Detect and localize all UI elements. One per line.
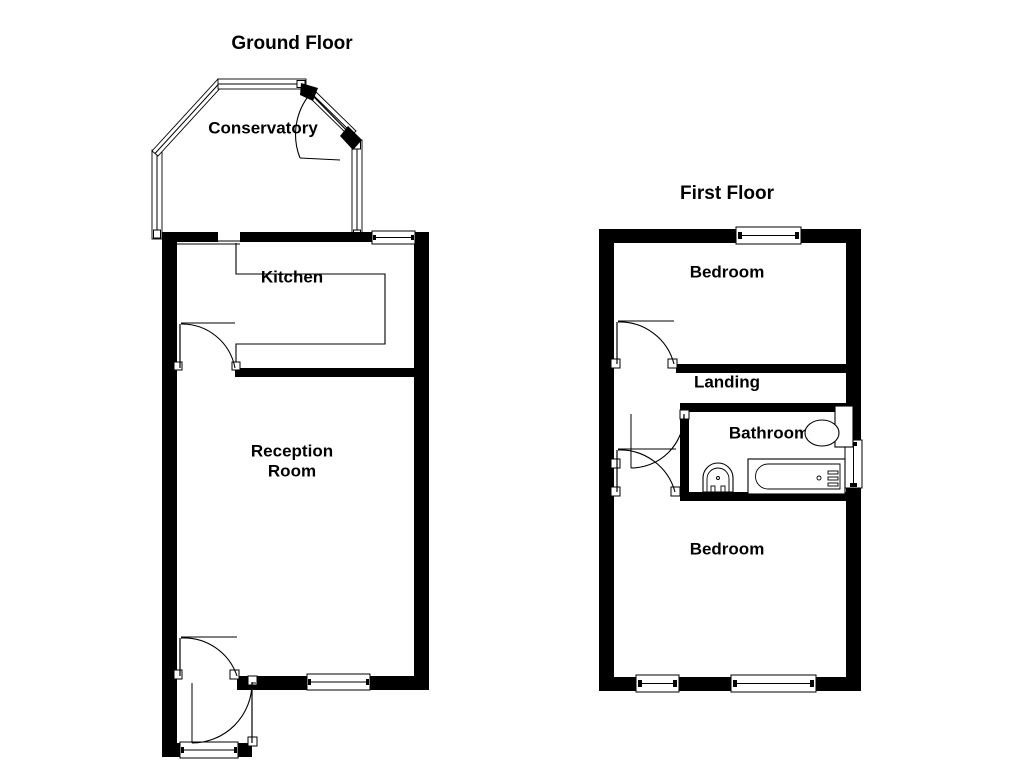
- bedroom-rear-window-left: [635, 674, 680, 693]
- wall-divider-left-stub: [162, 368, 177, 377]
- first-floor-windows: [635, 226, 863, 693]
- conservatory-wall-left: [151, 149, 163, 240]
- room-label-reception-line1: Reception: [251, 441, 333, 460]
- wash-basin-fixture: [702, 462, 734, 494]
- kitchen-counter-run: [235, 243, 386, 368]
- room-label-landing: Landing: [694, 372, 760, 391]
- bathtub-fixture: [747, 458, 846, 495]
- wall-first-top-left: [599, 229, 737, 243]
- bedroom-rear-door[interactable]: [610, 448, 681, 497]
- conservatory-door-arc: [294, 93, 311, 159]
- wall-ground-top-mid: [240, 232, 375, 242]
- conservatory-structure: [151, 78, 363, 240]
- toilet-fixture: [804, 405, 854, 448]
- ground-floor-title: Ground Floor: [231, 33, 353, 54]
- entrance-door[interactable]: [191, 675, 258, 747]
- bathroom-fixtures: [702, 405, 854, 495]
- conservatory-post-right: [340, 126, 362, 150]
- wall-kitchen-reception-divider: [235, 368, 429, 377]
- wall-landing-bathroom-divider: [680, 403, 846, 412]
- wall-landing-left-stub: [599, 463, 614, 472]
- reception-window: [306, 673, 371, 691]
- room-label-reception-line2: Room: [268, 461, 316, 480]
- conservatory-wall-top: [217, 78, 307, 90]
- reception-internal-door[interactable]: [173, 636, 240, 680]
- kitchen-rear-opening: [177, 240, 240, 245]
- first-floor-plan: Bedroom Landing Bathroom: [599, 226, 863, 693]
- wall-first-bottom-mid: [678, 677, 732, 691]
- bedroom-rear-window-right: [730, 674, 817, 693]
- wall-bedroom-rear-left-stub: [599, 492, 614, 501]
- room-label-bathroom: Bathroom: [729, 423, 809, 442]
- ground-floor-windows: [177, 230, 416, 759]
- wall-first-bottom-right: [815, 677, 861, 691]
- ground-floor-plan: Conservatory: [151, 78, 429, 759]
- wall-first-left: [599, 229, 614, 691]
- wall-bedroom-landing-divider: [676, 364, 846, 373]
- room-label-bedroom-front: Bedroom: [690, 262, 765, 281]
- porch-window: [179, 741, 239, 759]
- wall-ground-right: [414, 232, 429, 690]
- room-label-conservatory: Conservatory: [208, 118, 318, 137]
- conservatory-wall-right: [351, 139, 363, 240]
- wall-ground-top-right: [414, 232, 429, 242]
- room-label-bedroom-rear: Bedroom: [690, 539, 765, 558]
- kitchen-door[interactable]: [173, 322, 241, 371]
- kitchen-window: [371, 230, 416, 245]
- wall-first-top-right: [800, 229, 861, 243]
- conservatory-door-leaf[interactable]: [311, 94, 358, 142]
- wall-ground-top-left: [162, 232, 218, 242]
- wall-first-bottom-left: [599, 677, 636, 691]
- wall-ground-left: [162, 232, 177, 757]
- wall-bedroom-landing-stub: [599, 364, 614, 373]
- first-floor-title: First Floor: [680, 183, 775, 204]
- wall-bathroom-bottom: [680, 492, 846, 501]
- conservatory-door-threshold: [299, 157, 341, 161]
- room-label-kitchen: Kitchen: [261, 267, 323, 286]
- bedroom-front-window: [735, 226, 802, 245]
- wall-porch-top-right: [237, 676, 251, 686]
- bathroom-door[interactable]: [610, 409, 690, 469]
- bedroom-front-door[interactable]: [610, 320, 678, 369]
